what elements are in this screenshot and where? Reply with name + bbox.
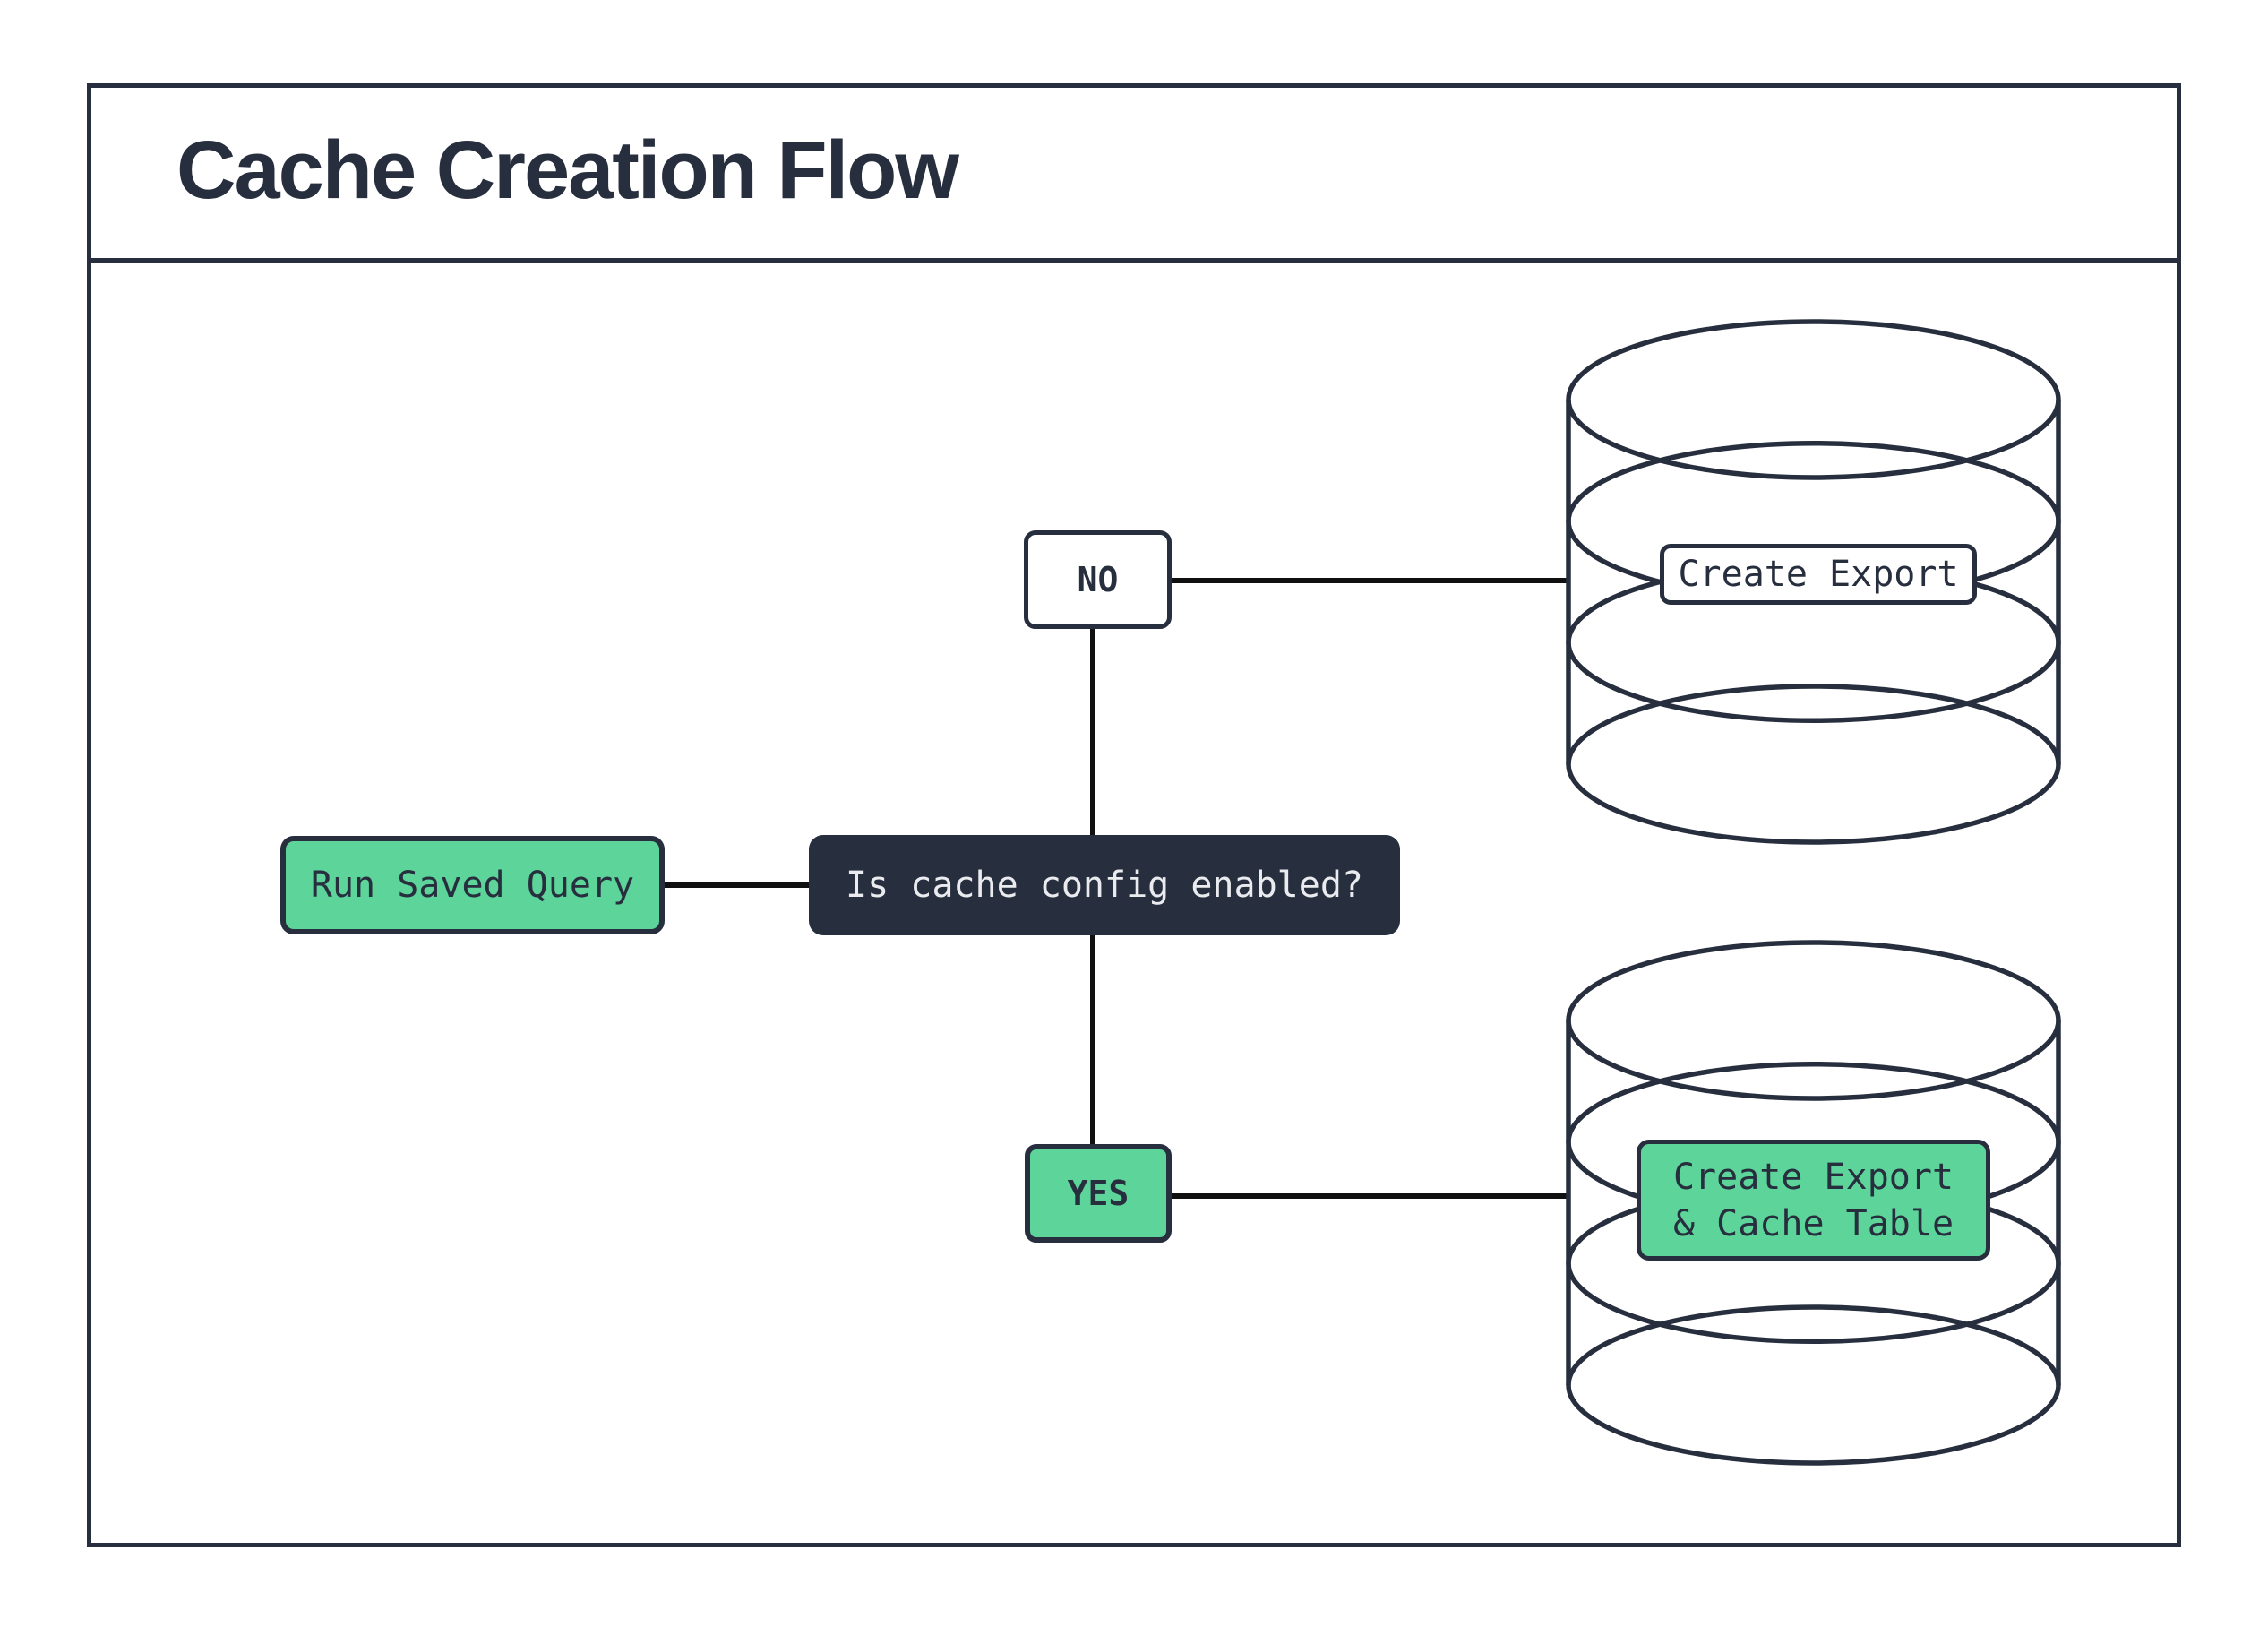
page-title: Cache Creation Flow xyxy=(176,125,959,216)
cache-table-line: & Cache Table xyxy=(1672,1202,1954,1244)
create-export-label: Create Export xyxy=(1678,554,1959,595)
yes-label: YES xyxy=(1067,1174,1130,1213)
connector-lines xyxy=(665,578,1570,1199)
title-band: Cache Creation Flow xyxy=(87,83,2181,263)
branch-node-no: NO xyxy=(1024,530,1172,629)
create-export-line: Create Export xyxy=(1672,1156,1954,1198)
db-label-create-export: Create Export xyxy=(1660,544,1977,605)
flow-node-run-saved-query: Run Saved Query xyxy=(280,836,665,934)
database-cylinder-icon-bottom xyxy=(1566,940,2061,1466)
run-saved-query-label: Run Saved Query xyxy=(310,865,635,906)
no-label: NO xyxy=(1077,560,1119,599)
flow-node-decision: Is cache config enabled? xyxy=(809,835,1400,935)
database-cylinder-icon-top xyxy=(1566,319,2061,845)
db-label-create-export-cache-table: Create Export & Cache Table xyxy=(1637,1140,1990,1261)
canvas-frame xyxy=(87,83,2181,1547)
decision-label: Is cache config enabled? xyxy=(846,865,1363,906)
branch-node-yes: YES xyxy=(1025,1144,1172,1243)
